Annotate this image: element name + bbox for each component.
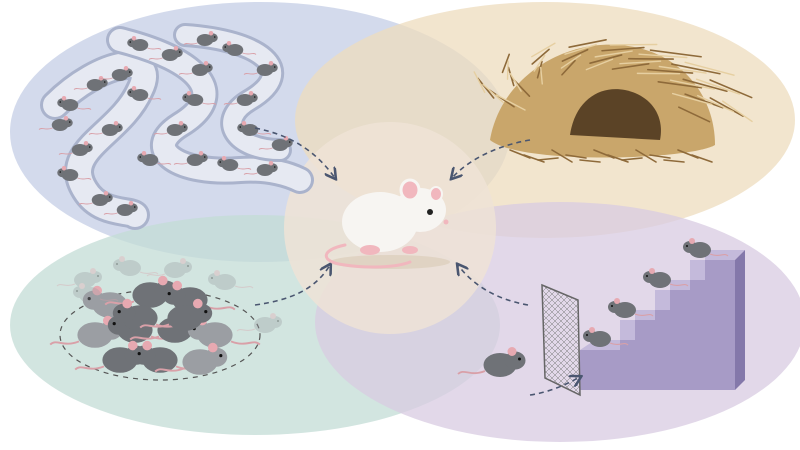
gray-mouse bbox=[103, 201, 138, 216]
gray-mouse bbox=[182, 91, 217, 106]
arrow-from-huddle bbox=[254, 265, 330, 306]
gray-mouse bbox=[258, 136, 293, 151]
gray-mouse bbox=[148, 46, 183, 61]
arrow-to-mesh bbox=[529, 377, 580, 396]
gray-mouse bbox=[236, 313, 282, 333]
gray-mouse bbox=[153, 121, 188, 136]
gray-mouse bbox=[73, 283, 119, 303]
arrow-from-maze bbox=[254, 127, 335, 178]
gray-mouse bbox=[146, 258, 192, 278]
maze-tunnels-illustration bbox=[38, 23, 314, 230]
gray-mouse bbox=[583, 327, 629, 347]
gray-mouse bbox=[222, 41, 257, 56]
gray-mouse bbox=[643, 268, 689, 288]
gray-mouse bbox=[58, 141, 93, 156]
gray-mouse bbox=[127, 36, 162, 51]
burrow-nest-illustration bbox=[473, 39, 753, 163]
gray-mouse bbox=[183, 31, 218, 46]
gray-mouse bbox=[139, 298, 213, 331]
lone-gray-mouse bbox=[457, 347, 526, 377]
gray-mouse bbox=[57, 96, 92, 111]
center-white-mouse bbox=[324, 178, 450, 269]
gray-mouse bbox=[237, 121, 272, 136]
gray-mouse bbox=[243, 61, 278, 76]
gray-mouse bbox=[38, 116, 73, 131]
mesh-grid bbox=[541, 283, 581, 397]
gray-mouse bbox=[73, 76, 108, 91]
gray-mouse bbox=[137, 151, 172, 166]
gray-mouse bbox=[173, 151, 208, 166]
gray-mouse bbox=[127, 86, 162, 101]
gray-mouse bbox=[217, 156, 252, 171]
arrow-from-nest bbox=[452, 139, 531, 178]
staircase-climbing-illustration bbox=[541, 238, 745, 397]
gray-mouse bbox=[608, 298, 654, 318]
gray-mouse bbox=[208, 270, 254, 290]
gray-mouse bbox=[98, 66, 133, 81]
gray-mouse bbox=[56, 268, 102, 288]
staircase bbox=[580, 260, 735, 390]
gray-mouse bbox=[113, 256, 159, 276]
gray-mouse bbox=[78, 191, 113, 206]
flow-arrows bbox=[254, 127, 580, 396]
arrow-from-stairs bbox=[458, 265, 529, 306]
gray-mouse bbox=[683, 238, 729, 258]
gray-mouse bbox=[57, 166, 92, 181]
gray-mouse bbox=[243, 161, 278, 176]
gray-mouse bbox=[154, 342, 228, 375]
gray-mouse bbox=[112, 298, 186, 331]
huddling-group-illustration bbox=[49, 256, 282, 381]
gray-mouse bbox=[178, 61, 213, 76]
gray-mouse bbox=[88, 121, 123, 136]
gray-mouse bbox=[223, 91, 258, 106]
gray-mouse bbox=[457, 347, 526, 377]
